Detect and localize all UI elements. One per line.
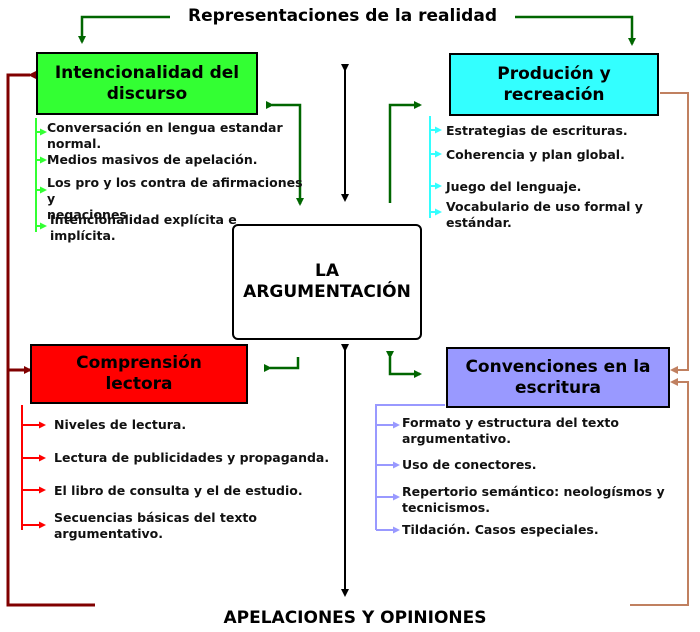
list-item-line1: Formato y estructura del texto <box>402 415 619 430</box>
list-item-line2: argumentativo. <box>402 431 512 446</box>
list-item-line1: Niveles de lectura. <box>54 417 187 432</box>
center-box: LA ARGUMENTACIÓN <box>232 224 422 340</box>
top-title: Representaciones de la realidad <box>188 6 497 26</box>
list-item: Medios masivos de apelación. <box>47 152 307 168</box>
list-item-line1: Conversación en lengua estandar <box>47 120 283 135</box>
list-item-line2: argumentativo. <box>54 526 164 541</box>
box-comprension: Comprensión lectora <box>30 344 248 404</box>
list-item-line1: Estrategias de escrituras. <box>446 123 628 138</box>
list-item-line1: Los pro y los contra de afirmaciones y <box>47 175 303 206</box>
list-item-line1: Medios masivos de apelación. <box>47 152 258 167</box>
center-line1: LA <box>315 261 339 281</box>
box-convenciones-line1: Convenciones en la <box>465 356 651 377</box>
list-item-line1: El libro de consulta y el de estudio. <box>54 483 303 498</box>
box-intencionalidad-line2: discurso <box>106 83 188 104</box>
list-item-line2: negaciones <box>47 207 127 222</box>
box-comprension-line1: Comprensión <box>76 353 202 373</box>
box-comprension-line2: lectora <box>105 374 173 394</box>
box-convenciones: Convenciones en la escritura <box>446 347 670 408</box>
list-item-line1: Secuencias básicas del texto <box>54 510 257 525</box>
bottom-title: APELACIONES Y OPINIONES <box>223 608 487 628</box>
list-item: Intencionalidad explícita e implícita. <box>50 212 310 244</box>
list-item: Conversación en lengua estandar normal. <box>47 120 307 152</box>
list-item-line1: Uso de conectores. <box>402 457 537 472</box>
list-item-line1: Coherencia y plan global. <box>446 147 625 162</box>
list-item: Vocabulario de uso formal y estándar. <box>446 199 686 231</box>
box-convenciones-line2: escritura <box>514 377 602 398</box>
list-item: Formato y estructura del texto argumenta… <box>402 415 672 447</box>
list-item: Los pro y los contra de afirmaciones y n… <box>47 175 307 223</box>
list-item: Juego del lenguaje. <box>446 179 686 195</box>
box-produccion-line2: recreación <box>503 84 605 105</box>
list-item-line2: implícita. <box>50 228 116 243</box>
box-produccion: Produción y recreación <box>449 53 659 116</box>
list-item-line1: Juego del lenguaje. <box>446 179 582 194</box>
list-item: Niveles de lectura. <box>54 417 334 433</box>
list-item-line1: Repertorio semántico: neologísmos y <box>402 484 665 499</box>
list-item-line1: Lectura de publicidades y propaganda. <box>54 450 330 465</box>
list-item: Repertorio semántico: neologísmos y tecn… <box>402 484 672 516</box>
list-item-line1: Vocabulario de uso formal y <box>446 199 643 214</box>
list-item: Uso de conectores. <box>402 457 672 473</box>
list-item: El libro de consulta y el de estudio. <box>54 483 334 499</box>
list-item: Tildación. Casos especiales. <box>402 522 672 538</box>
list-item-line2: estándar. <box>446 215 512 230</box>
list-item-line1: Intencionalidad explícita e <box>50 212 237 227</box>
box-intencionalidad: Intencionalidad del discurso <box>36 52 258 115</box>
list-item: Coherencia y plan global. <box>446 147 686 163</box>
list-item: Lectura de publicidades y propaganda. <box>54 450 334 466</box>
list-item-line2: tecnicismos. <box>402 500 490 515</box>
list-item-line2: normal. <box>47 136 102 151</box>
list-item-line1: Tildación. Casos especiales. <box>402 522 599 537</box>
box-produccion-line1: Produción y <box>497 63 611 84</box>
center-line2: ARGUMENTACIÓN <box>243 282 411 302</box>
list-item: Estrategias de escrituras. <box>446 123 686 139</box>
list-item: Secuencias básicas del texto argumentati… <box>54 510 334 542</box>
box-intencionalidad-line1: Intencionalidad del <box>54 62 240 83</box>
